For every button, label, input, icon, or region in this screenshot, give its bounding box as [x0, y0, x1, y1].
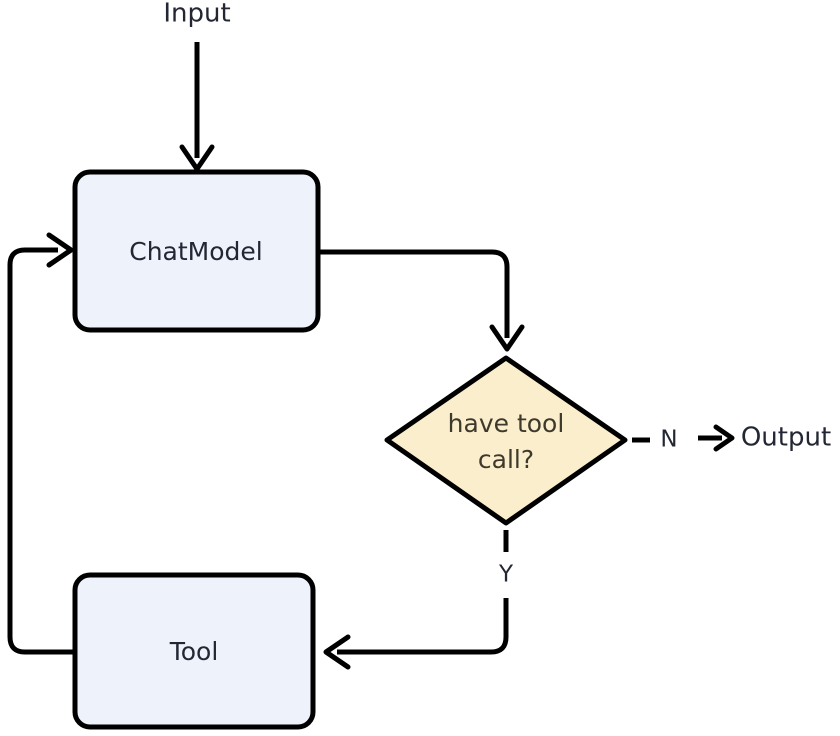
edge-chatmodel-to-decision: [320, 249, 525, 352]
tool-box[interactable]: [72, 572, 316, 730]
edge-input-to-chatmodel: [179, 42, 215, 172]
have-tool-call-label-line2: call?: [478, 445, 534, 474]
node-chatmodel[interactable]: ChatModel: [72, 169, 321, 333]
tool-label: Tool: [169, 637, 219, 666]
node-have-tool-call[interactable]: have tool call?: [384, 355, 628, 526]
have-tool-call-diamond[interactable]: [384, 355, 628, 526]
edge-tool-to-chatmodel-loop: [7, 232, 74, 655]
edge-decision-to-tool: Y: [323, 530, 514, 670]
branch-label-yes: Y: [498, 562, 514, 588]
chatmodel-label: ChatModel: [129, 237, 262, 266]
output-label: Output: [741, 423, 831, 453]
chatmodel-box[interactable]: [72, 169, 321, 333]
edge-decision-to-output: N Output: [632, 423, 831, 453]
have-tool-call-label-line1: have tool: [448, 409, 565, 438]
input-label: Input: [163, 0, 230, 29]
node-tool[interactable]: Tool: [72, 572, 316, 730]
branch-label-no: N: [660, 427, 677, 453]
